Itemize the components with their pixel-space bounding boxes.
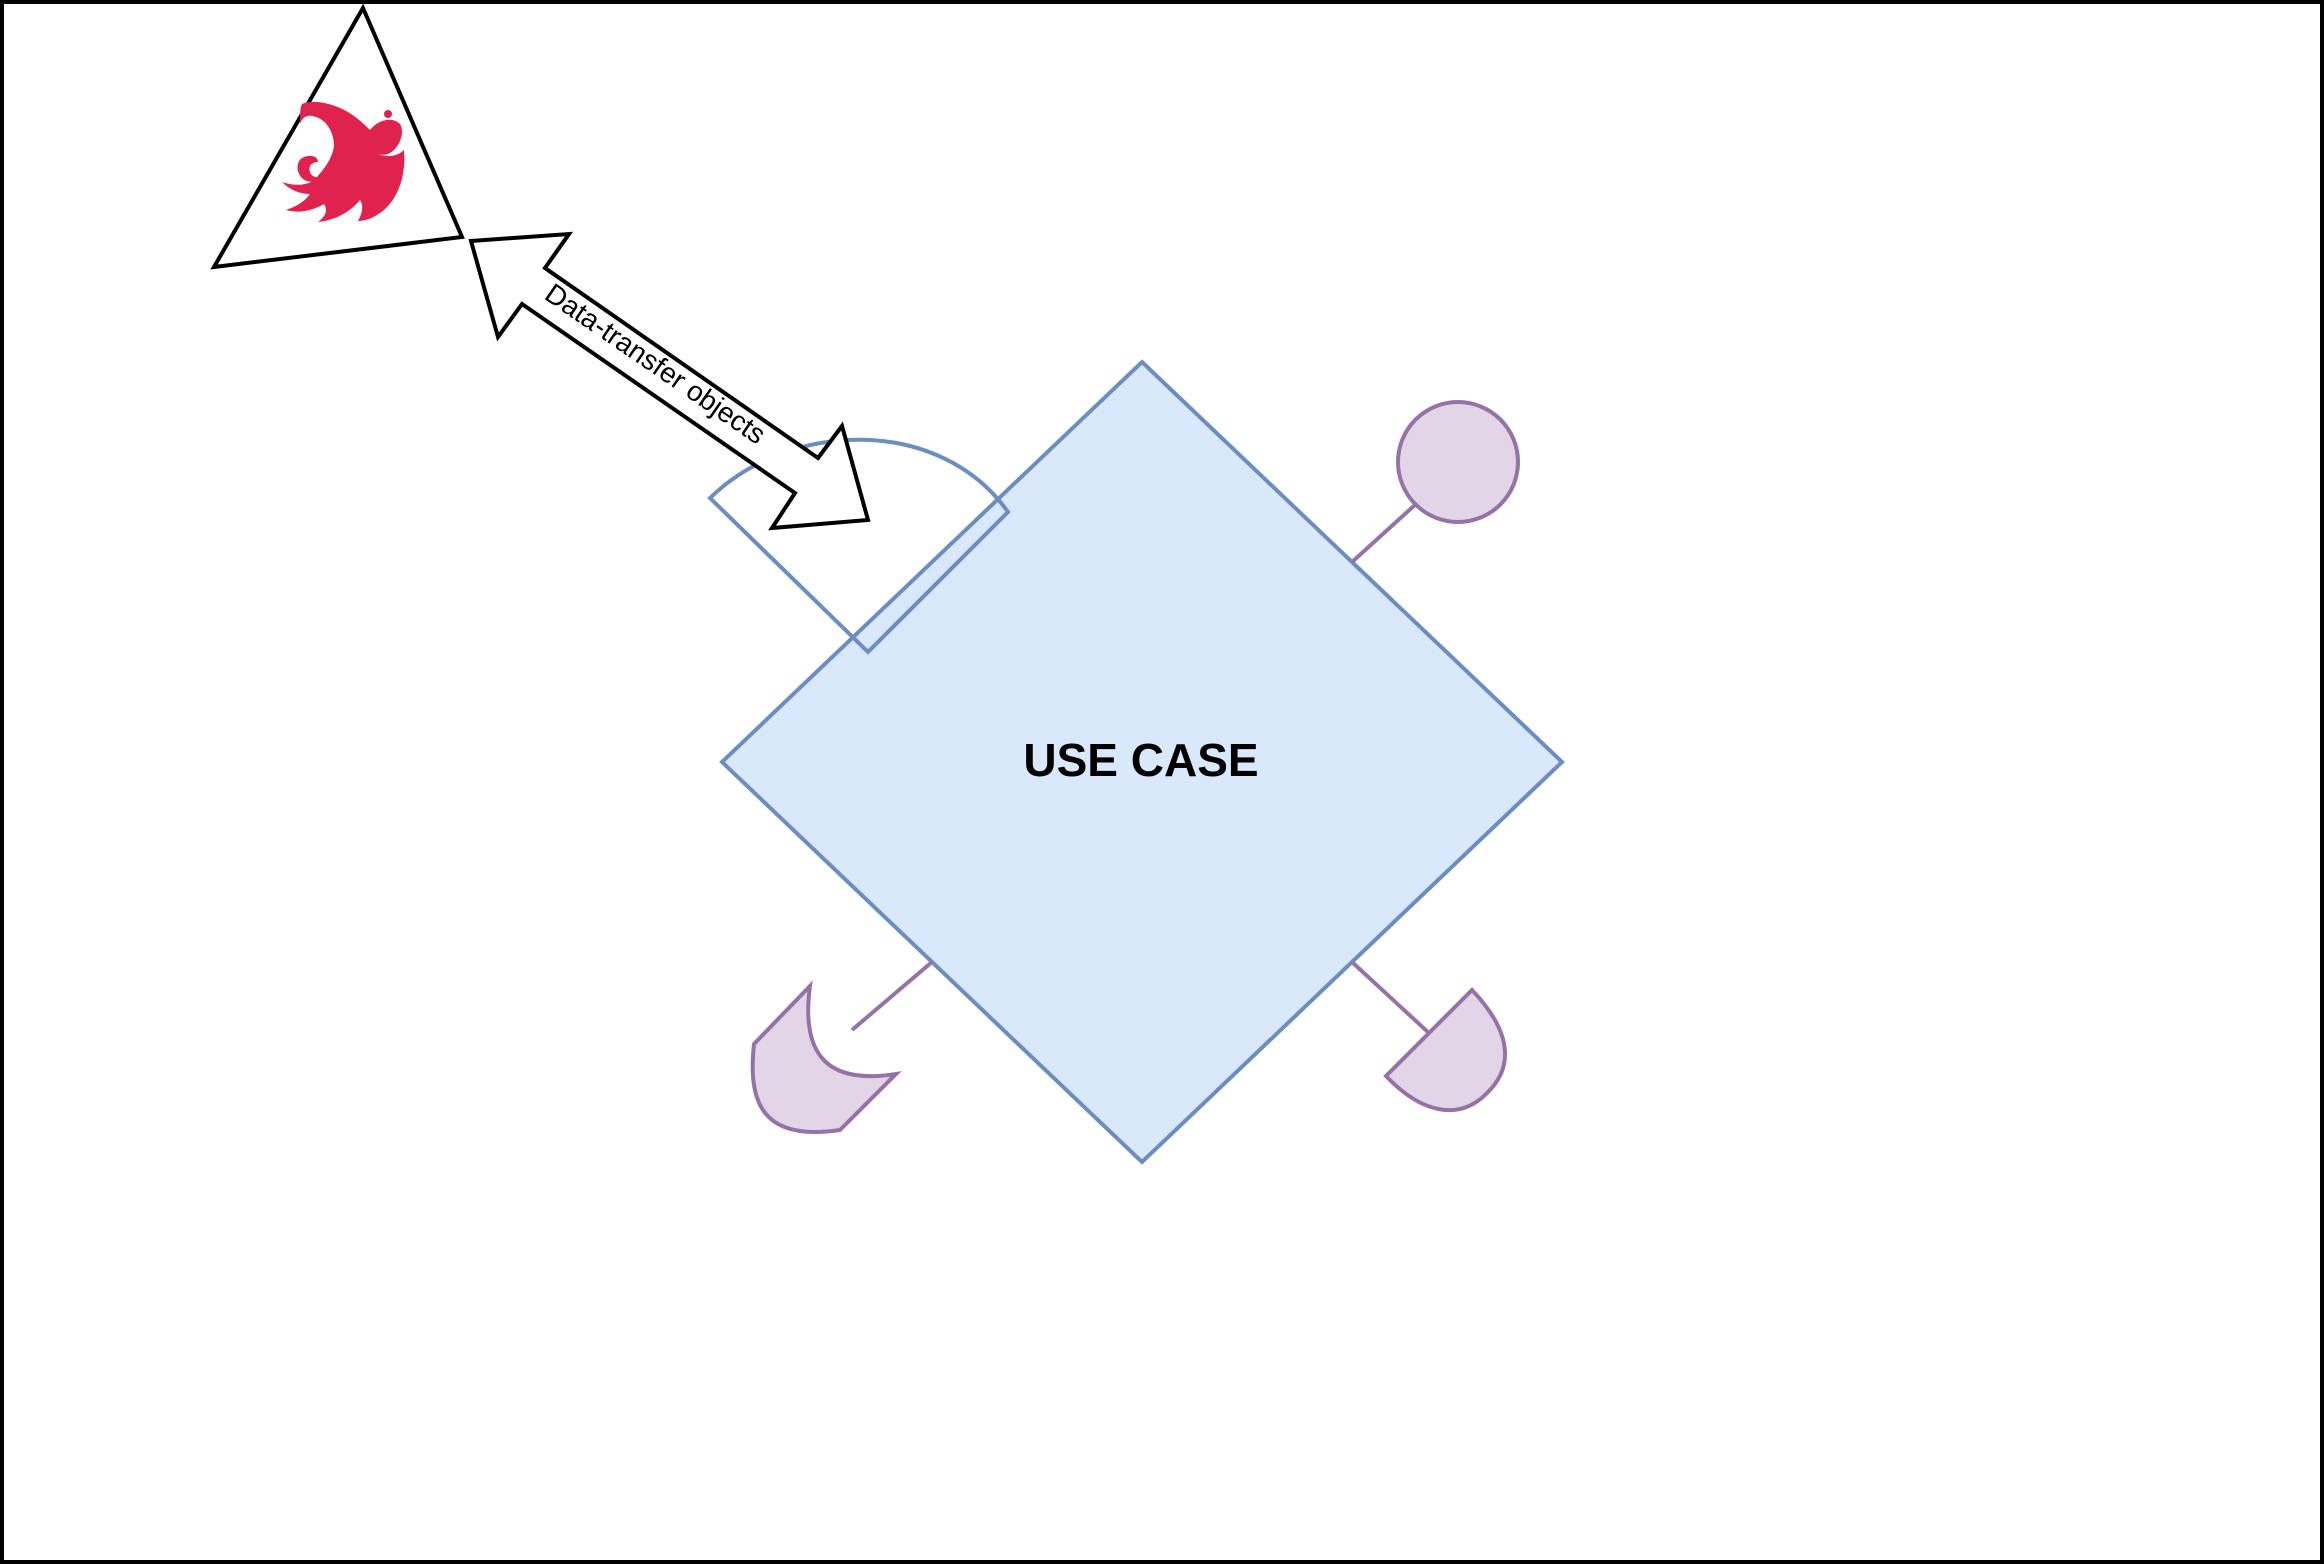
nestjs-logo-icon [282, 101, 405, 222]
port-connector-bottom-right [1350, 960, 1432, 1036]
use-case-label: USE CASE [1023, 734, 1258, 786]
port-connector-top-right [1350, 502, 1418, 564]
port-circle-top-right[interactable] [1396, 400, 1520, 524]
provided-interface-socket[interactable] [707, 437, 1011, 655]
port-connector-bottom-left [850, 960, 934, 1032]
port-crescent-bottom-left[interactable] [750, 980, 902, 1134]
arrow-inner-edge [547, 271, 813, 455]
port-half-disk-bottom-right[interactable] [1383, 987, 1508, 1113]
double-arrow-shape [468, 231, 871, 531]
